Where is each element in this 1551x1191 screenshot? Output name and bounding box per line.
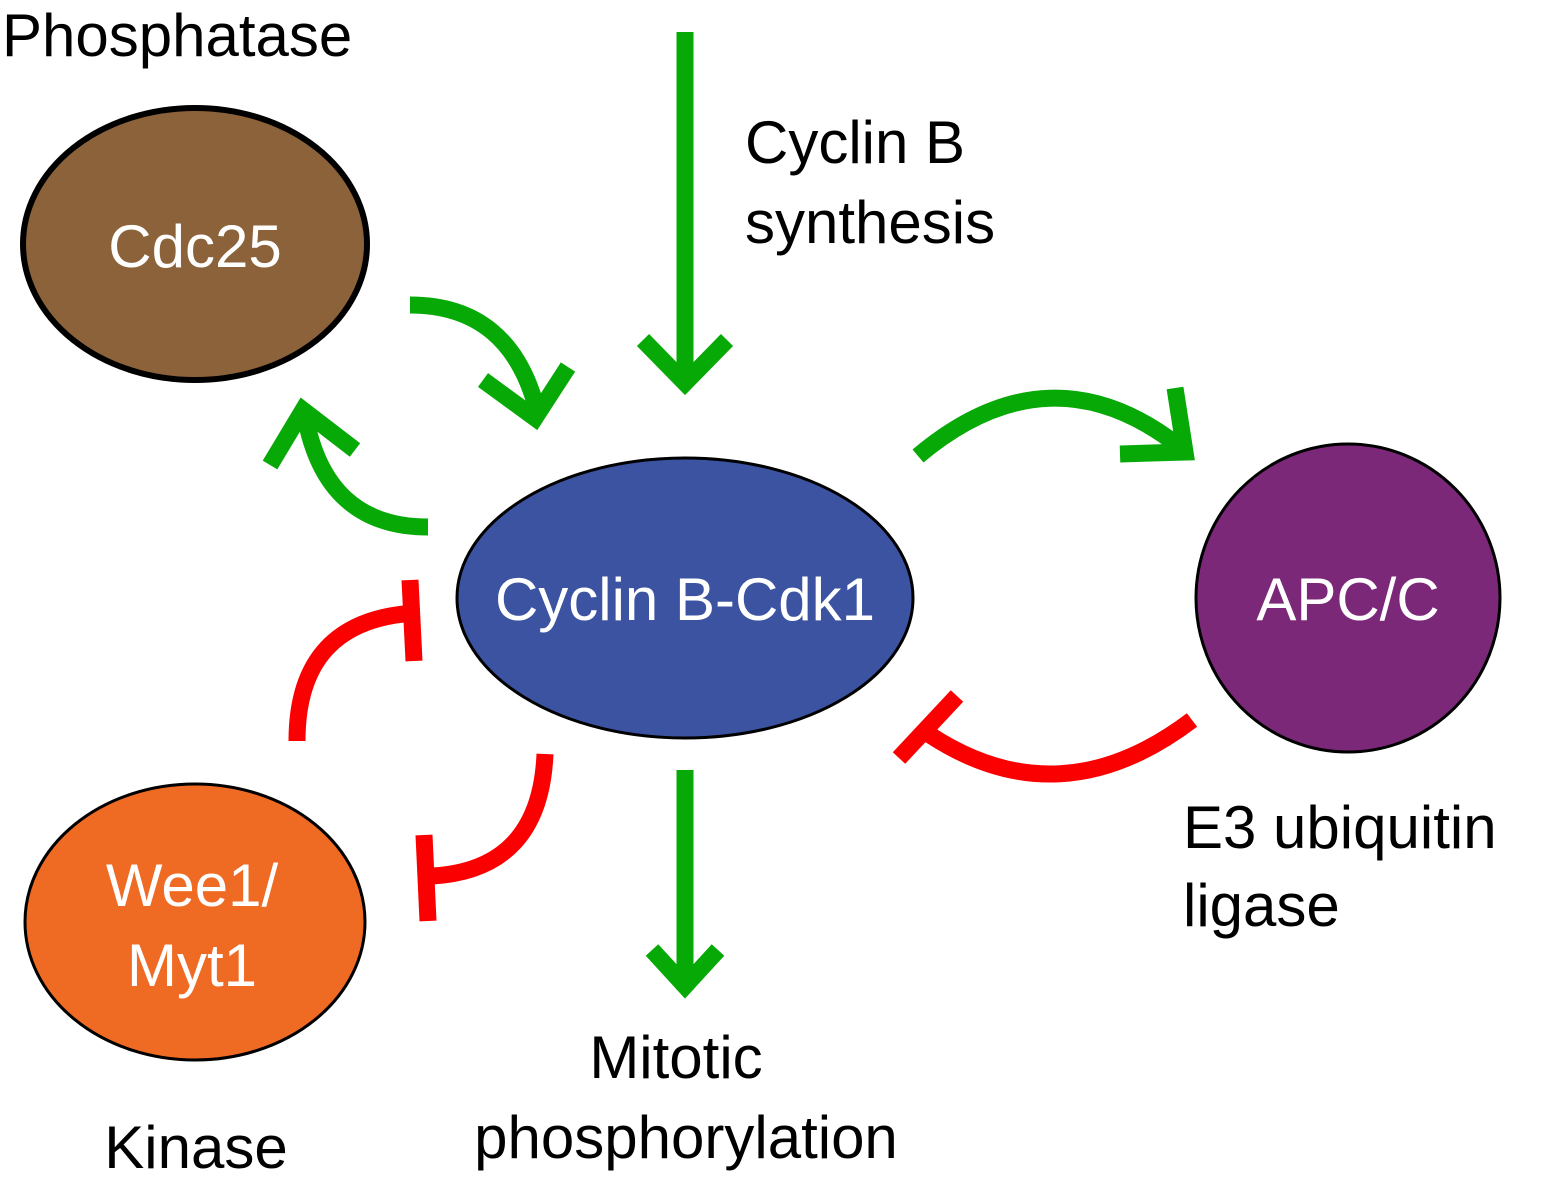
wee1-ellipse — [23, 782, 367, 1062]
node-cdc25: Cdc25 — [20, 105, 370, 383]
mitotic-label-line1: Mitotic — [589, 1024, 762, 1091]
inhibit-wee1-to-cdk1 — [288, 579, 423, 742]
apcc-label: APC/C — [1256, 566, 1439, 633]
mitotic-label-line2: phosphorylation — [474, 1104, 898, 1171]
arrow-synthesis-to-cdk1 — [636, 32, 734, 396]
node-cyclin-b-cdk1: Cyclin B-Cdk1 — [455, 456, 915, 740]
arrow-cdk1-to-cdc25 — [262, 397, 429, 536]
kinase-label: Kinase — [104, 1114, 287, 1181]
inhibit-cdk1-to-wee1 — [415, 753, 554, 922]
arrow-cdk1-to-mitotic — [645, 770, 725, 999]
cyclin-cdk1-label: Cyclin B-Cdk1 — [495, 566, 875, 633]
phosphatase-label: Phosphatase — [2, 2, 352, 69]
cdc25-label: Cdc25 — [108, 213, 281, 280]
apcc-ellipse — [1194, 442, 1502, 754]
arrow-cdk1-to-apcc — [912, 386, 1195, 463]
e3-ligase-label-line1: E3 ubiquitin — [1183, 794, 1497, 861]
wee1-label-line2: Myt1 — [127, 932, 257, 999]
node-wee1-myt1: Wee1/ Myt1 — [23, 782, 367, 1062]
cyclin-cdk1-ellipse — [455, 456, 915, 740]
arrow-cdc25-to-cdk1 — [409, 296, 576, 431]
inhibit-apcc-to-cdk1 — [892, 690, 1198, 783]
e3-ligase-label-line2: ligase — [1183, 872, 1340, 939]
synthesis-label-line1: Cyclin B — [745, 109, 965, 176]
cdc25-ellipse — [20, 105, 370, 383]
wee1-label-line1: Wee1/ — [106, 852, 279, 919]
node-apcc: APC/C — [1194, 442, 1502, 754]
synthesis-label-line2: synthesis — [745, 189, 995, 256]
